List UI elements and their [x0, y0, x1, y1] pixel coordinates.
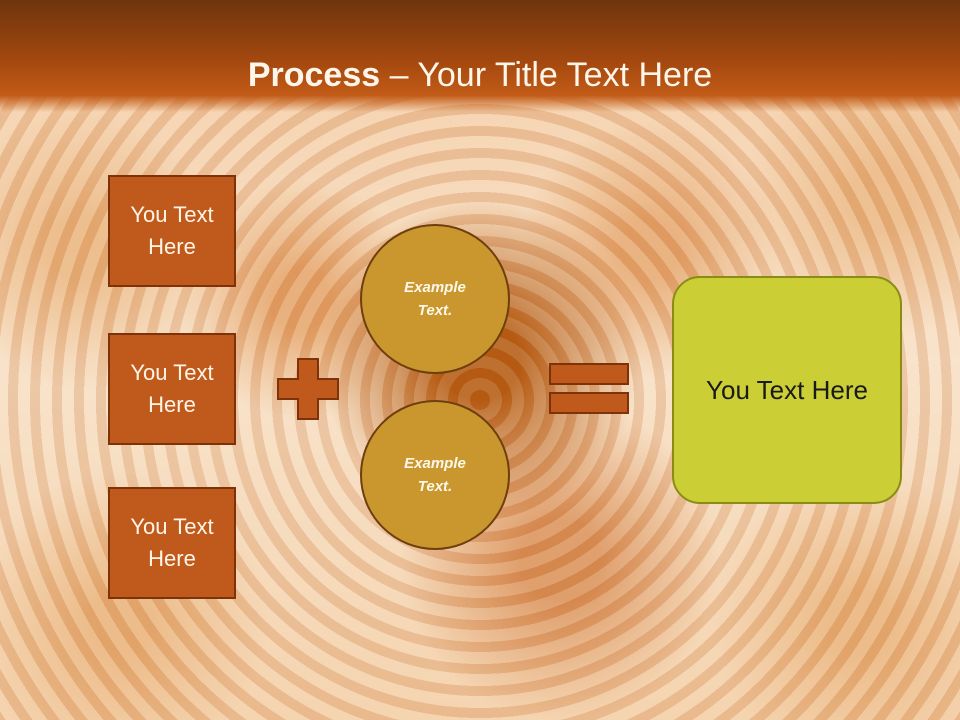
- equals-icon: [549, 363, 629, 414]
- title-bar: [0, 0, 960, 112]
- text-box-1-line1: You Text: [130, 202, 214, 227]
- example-circle-2-line2: Text.: [417, 478, 453, 495]
- example-circle-1-line1: Example: [404, 279, 466, 296]
- text-box-2-line1: You Text: [130, 360, 214, 385]
- title-rest: – Your Title Text Here: [380, 56, 713, 94]
- slide-title: Process – Your Title Text Here: [0, 52, 960, 98]
- text-box-2-line2: Here: [148, 392, 196, 417]
- example-circle-1-line2: Text.: [417, 302, 453, 319]
- result-box: You Text Here: [672, 276, 902, 504]
- text-box-1-line2: Here: [148, 234, 196, 259]
- text-box-3-line2: Here: [148, 546, 196, 571]
- result-label: You Text Here: [706, 374, 868, 405]
- title-bold: Process: [247, 56, 381, 94]
- example-circle-2-line1: Example: [404, 455, 466, 472]
- text-box-3-line1: You Text: [130, 514, 214, 539]
- plus-icon: [277, 358, 339, 420]
